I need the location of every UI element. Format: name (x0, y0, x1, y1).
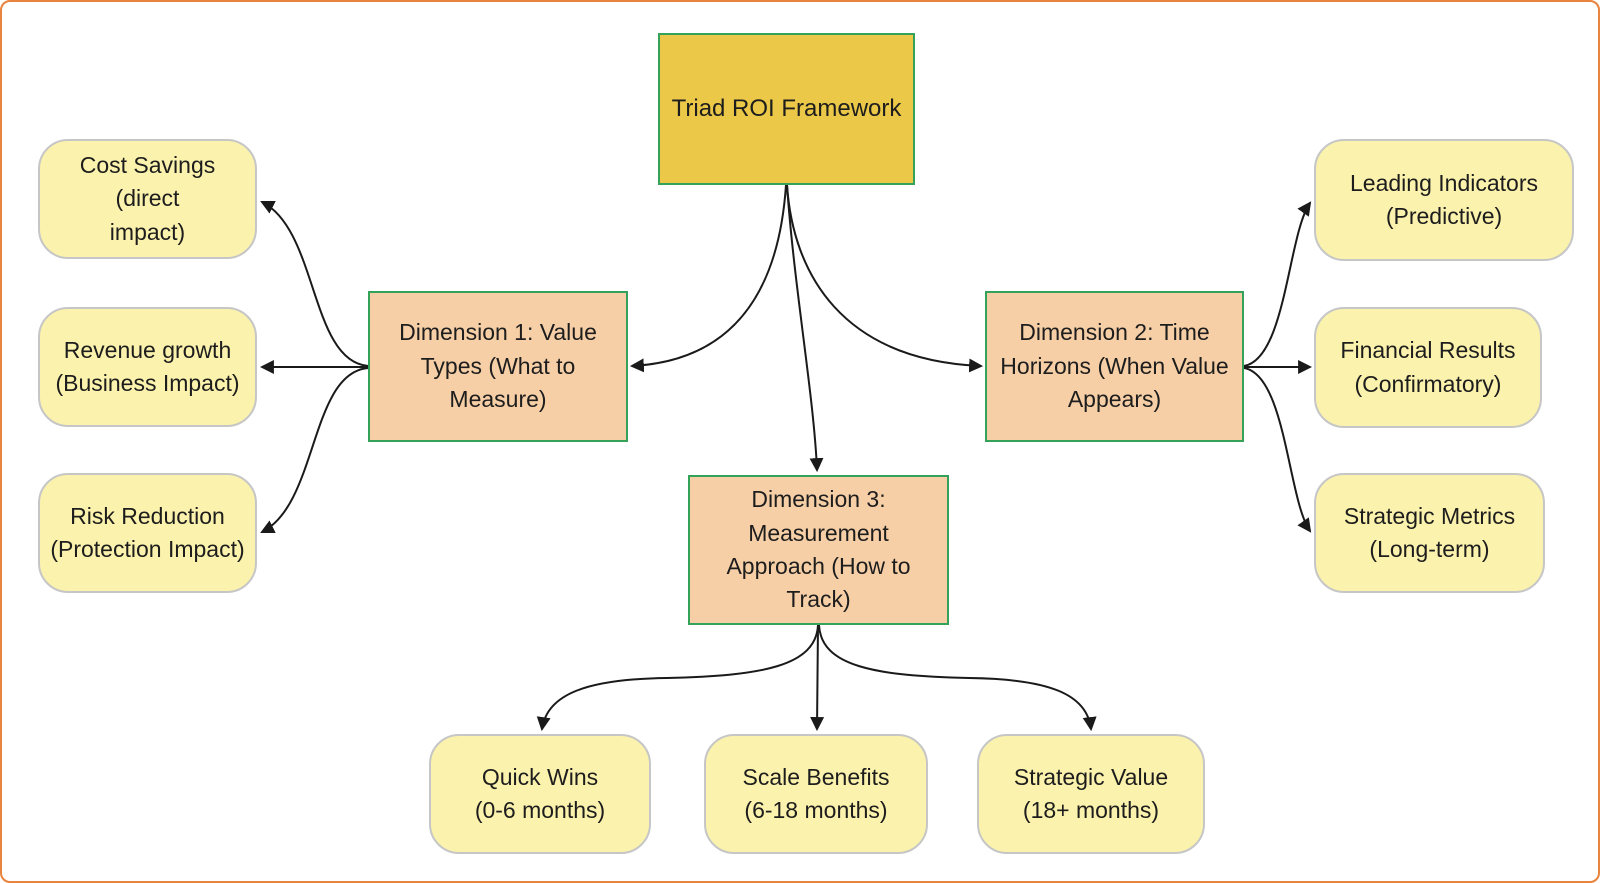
edge-dim3-quick-wins (536, 624, 819, 732)
leaf-strategic-value: Strategic Value (18+ months) (977, 734, 1205, 854)
node-dimension-3-measurement-approach: Dimension 3: Measurement Approach (How t… (688, 475, 949, 625)
edge-dim1-risk-reduction (260, 367, 369, 533)
leaf-leading-indicators: Leading Indicators (Predictive) (1314, 139, 1574, 261)
edge-dim2-leading-indicators (1243, 201, 1312, 367)
leaf-quick-wins: Quick Wins (0-6 months) (429, 734, 651, 854)
node-dimension-2-time-horizons: Dimension 2: Time Horizons (When Value A… (985, 291, 1244, 442)
node-dimension-1-value-types: Dimension 1: Value Types (What to Measur… (368, 291, 628, 442)
edge-root-dim2 (786, 184, 984, 373)
node-triad-roi-framework: Triad ROI Framework (658, 33, 915, 185)
leaf-revenue-growth: Revenue growth (Business Impact) (38, 307, 257, 427)
edge-root-dim1 (629, 184, 787, 373)
edge-dim1-cost-savings (260, 201, 369, 367)
edge-dim3-strategic-value (818, 624, 1097, 732)
leaf-risk-reduction: Risk Reduction (Protection Impact) (38, 473, 257, 593)
leaf-cost-savings: Cost Savings (direct impact) (38, 139, 257, 259)
edge-dim2-strategic-metrics (1243, 367, 1312, 533)
leaf-scale-benefits: Scale Benefits (6-18 months) (704, 734, 928, 854)
leaf-strategic-metrics: Strategic Metrics (Long-term) (1314, 473, 1545, 593)
leaf-financial-results: Financial Results (Confirmatory) (1314, 307, 1542, 428)
edge-root-dim3 (786, 184, 824, 473)
edge-dim3-scale-benefits (810, 624, 825, 732)
